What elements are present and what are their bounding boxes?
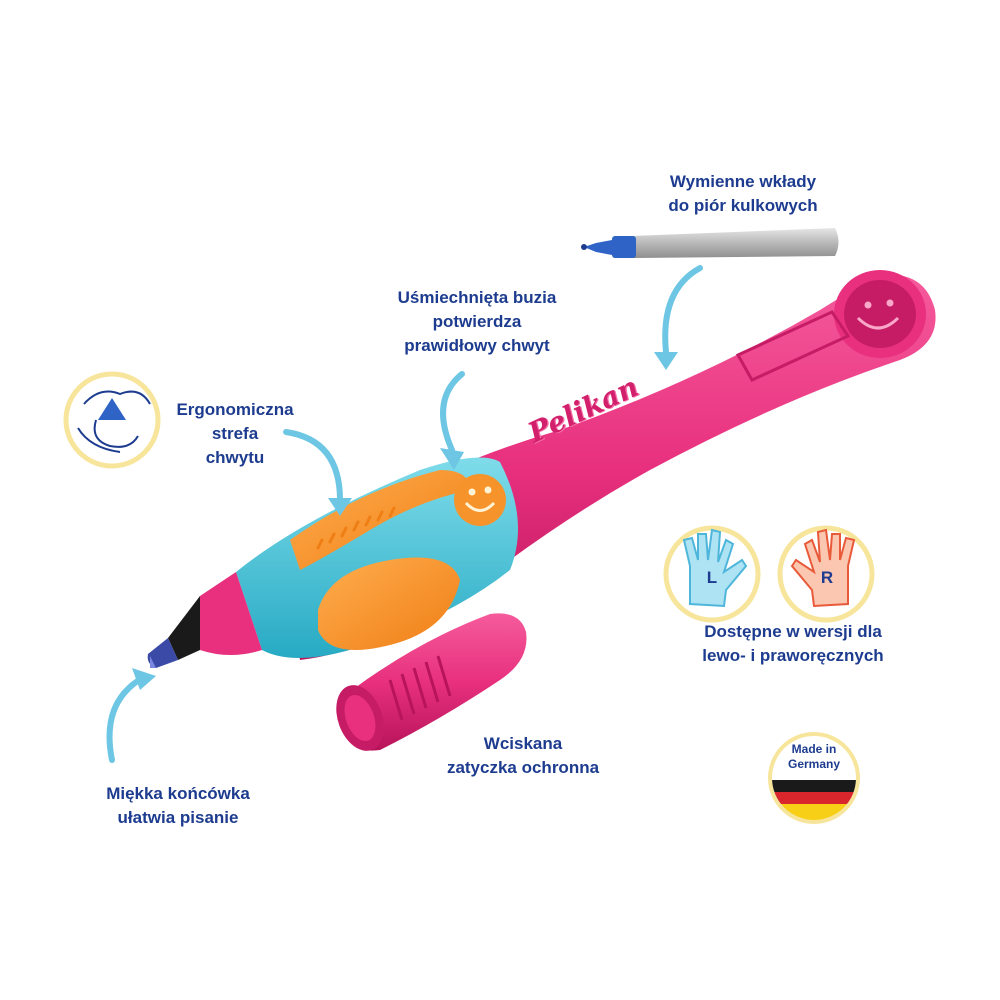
badge-line: Made in xyxy=(791,742,837,756)
caption-cap: Wciskana zatyczka ochronna xyxy=(398,732,648,780)
caption-line: ułatwia pisanie xyxy=(117,808,239,827)
caption-line: Wymienne wkłady xyxy=(669,172,817,191)
caption-line: chwytu xyxy=(205,448,265,467)
caption-line: prawidłowy chwyt xyxy=(404,336,550,355)
left-hand-badge xyxy=(663,525,761,623)
caption-line: Miękka końcówka xyxy=(106,784,250,803)
caption-line: potwierdza xyxy=(432,312,522,331)
caption-line: lewo- i praworęcznych xyxy=(702,646,884,665)
made-in-germany-badge xyxy=(768,732,860,824)
caption-smiley: Uśmiechnięta buzia potwierdza prawidłowy… xyxy=(352,286,602,358)
made-in-germany-text: Made in Germany xyxy=(780,742,848,772)
caption-line: Uśmiechnięta buzia xyxy=(397,288,557,307)
grip-zone xyxy=(236,457,518,658)
protective-cap xyxy=(336,613,527,751)
grip-diagram-badge xyxy=(63,371,161,469)
refill-cartridge xyxy=(581,228,839,258)
caption-line: do piór kulkowych xyxy=(668,196,818,215)
caption-grip: Ergonomiczna strefa chwytu xyxy=(140,398,330,470)
caption-line: zatyczka ochronna xyxy=(446,758,600,777)
caption-hands: Dostępne w wersji dla lewo- i praworęczn… xyxy=(658,620,928,668)
arrow-heads xyxy=(132,352,678,690)
arrow-refill xyxy=(662,265,703,355)
caption-line: Wciskana xyxy=(483,734,563,753)
left-hand-letter: L xyxy=(706,568,718,587)
right-hand-badge xyxy=(777,525,875,623)
caption-line: Ergonomiczna xyxy=(176,400,294,419)
caption-line: Dostępne w wersji dla xyxy=(704,622,882,641)
right-hand-letter: R xyxy=(820,568,834,587)
badge-line: Germany xyxy=(787,757,841,771)
pen-tip xyxy=(147,572,262,668)
caption-refill: Wymienne wkłady do piór kulkowych xyxy=(608,170,878,218)
caption-line: strefa xyxy=(211,424,259,443)
caption-tip: Miękka końcówka ułatwia pisanie xyxy=(58,782,298,830)
arrow-grip xyxy=(283,429,343,503)
arrow-smiley xyxy=(440,371,465,453)
